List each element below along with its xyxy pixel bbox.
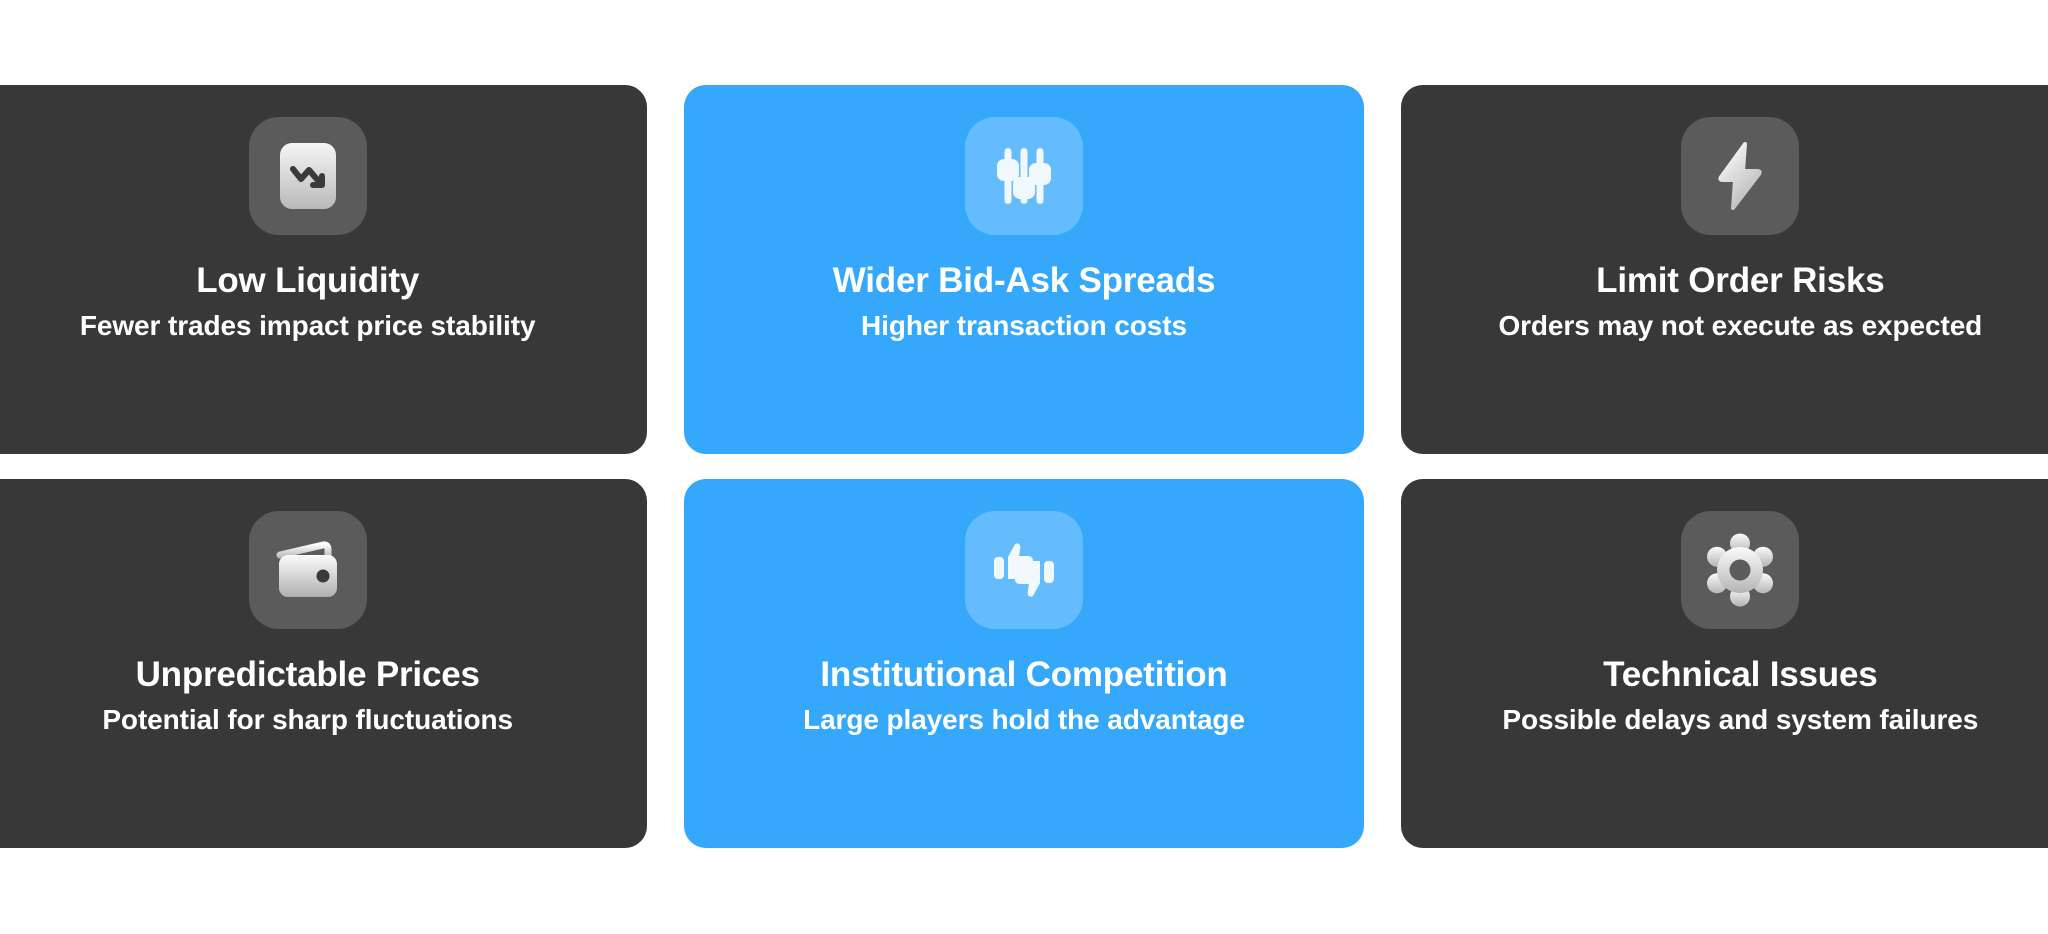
card-title: Technical Issues — [1603, 655, 1878, 694]
card-title: Limit Order Risks — [1596, 261, 1885, 300]
card-subtitle: Orders may not execute as expected — [1498, 310, 1983, 342]
icon-tile — [1681, 117, 1800, 235]
card-wider-bid-ask-spreads[interactable]: Wider Bid-Ask Spreads Higher transaction… — [684, 85, 1364, 454]
gear-icon — [1703, 533, 1777, 607]
sliders-icon — [987, 139, 1061, 213]
thumbs-up-down-icon — [987, 533, 1061, 607]
icon-tile — [964, 117, 1083, 235]
card-subtitle: Large players hold the advantage — [803, 704, 1245, 736]
card-title: Unpredictable Prices — [135, 655, 480, 694]
card-technical-issues[interactable]: Technical Issues Possible delays and sys… — [1400, 479, 2048, 848]
card-subtitle: Higher transaction costs — [861, 310, 1187, 342]
card-title: Low Liquidity — [196, 261, 420, 300]
card-limit-order-risks[interactable]: Limit Order Risks Orders may not execute… — [1400, 85, 2048, 454]
card-subtitle: Possible delays and system failures — [1502, 704, 1979, 736]
wallet-icon — [271, 533, 345, 607]
card-title: Institutional Competition — [820, 655, 1228, 694]
card-title: Wider Bid-Ask Spreads — [832, 261, 1216, 300]
lightning-bolt-icon — [1703, 139, 1777, 213]
icon-tile — [248, 511, 367, 629]
card-institutional-competition[interactable]: Institutional Competition Large players … — [684, 479, 1364, 848]
card-subtitle: Potential for sharp fluctuations — [102, 704, 513, 736]
icon-tile — [1681, 511, 1800, 629]
card-subtitle: Fewer trades impact price stability — [79, 310, 536, 342]
card-low-liquidity[interactable]: Low Liquidity Fewer trades impact price … — [0, 85, 648, 454]
chart-decline-icon — [271, 139, 345, 213]
icon-tile — [248, 117, 367, 235]
icon-tile — [964, 511, 1083, 629]
risk-factor-card-grid: Low Liquidity Fewer trades impact price … — [0, 85, 2048, 848]
card-unpredictable-prices[interactable]: Unpredictable Prices Potential for sharp… — [0, 479, 648, 848]
